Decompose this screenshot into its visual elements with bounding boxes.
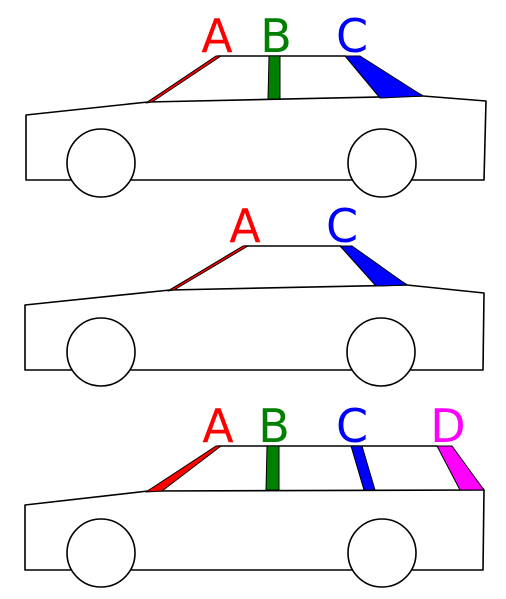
car-coupe-label-a: A [229, 199, 261, 253]
car-wagon: A B C D [24, 399, 485, 588]
car-wagon-c-pillar [350, 445, 376, 491]
car-wagon-rear-wheel [347, 518, 417, 588]
car-sedan-label-c: C [336, 9, 368, 63]
car-coupe: A C [24, 199, 485, 387]
car-sedan-beltline [147, 95, 424, 103]
car-sedan-a-pillar [145, 55, 222, 104]
car-coupe-front-wheel [66, 317, 136, 387]
car-wagon-label-c: C [336, 399, 368, 453]
car-coupe-beltline [169, 284, 408, 291]
car-sedan-c-pillar [344, 55, 424, 99]
car-wagon-a-pillar [145, 445, 222, 493]
car-wagon-label-d: D [430, 399, 465, 453]
car-sedan: A B C [25, 9, 487, 198]
car-coupe-label-c: C [326, 199, 358, 253]
car-wagon-d-pillar [436, 445, 485, 491]
car-sedan-b-pillar [267, 55, 281, 100]
car-coupe-rear-wheel [346, 317, 416, 387]
car-wagon-label-a: A [202, 399, 234, 453]
car-sedan-rear-wheel [347, 128, 417, 198]
car-sedan-front-wheel [66, 128, 136, 198]
car-wagon-b-pillar [265, 445, 280, 491]
car-wagon-beltline [147, 489, 485, 492]
car-sedan-label-a: A [201, 9, 233, 63]
car-wagon-label-b: B [258, 399, 290, 453]
car-coupe-a-pillar [167, 245, 249, 292]
car-sedan-label-b: B [260, 9, 292, 63]
car-coupe-c-pillar [339, 245, 408, 287]
car-wagon-front-wheel [66, 518, 136, 588]
